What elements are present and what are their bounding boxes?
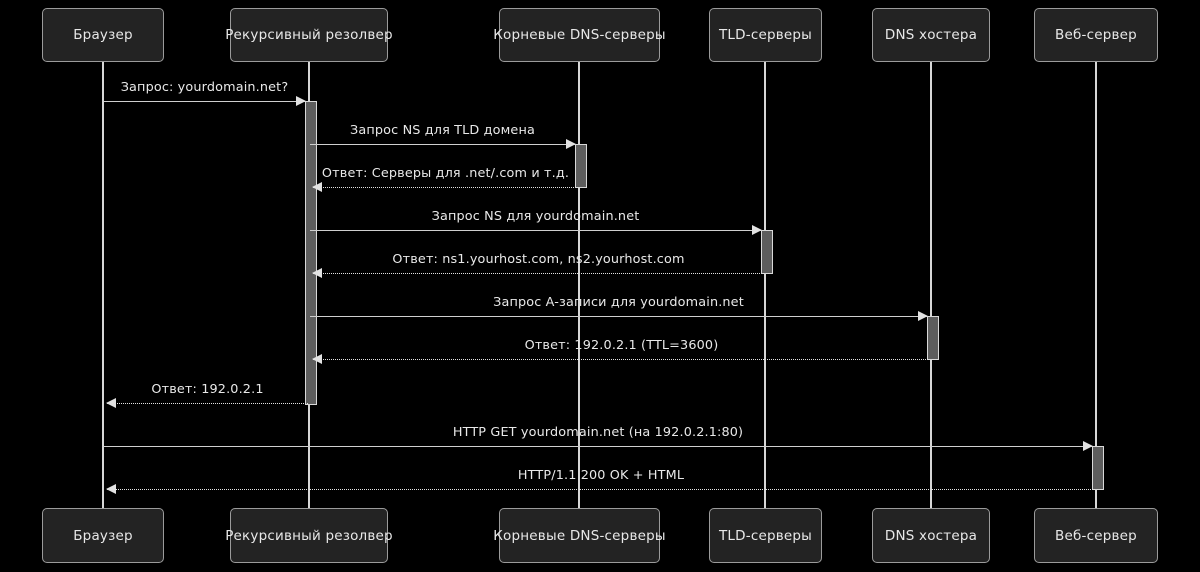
participant-label-browser: Браузер — [73, 527, 133, 544]
participant-label-hoster: DNS хостера — [884, 27, 978, 43]
participant-box-bottom-hoster[interactable]: DNS хостера — [872, 508, 990, 563]
participant-label-tld: TLD-серверы — [718, 27, 813, 43]
message-line-m9 — [104, 446, 1092, 447]
message-line-m2 — [310, 144, 575, 145]
message-line-m7 — [313, 359, 930, 360]
lifeline-root — [578, 62, 580, 508]
message-line-m5 — [313, 273, 764, 274]
activation-bar-root — [575, 144, 587, 188]
message-label-m2: Запрос NS для TLD домена — [350, 123, 535, 138]
participant-box-top-resolver[interactable]: Рекурсивный резолвер — [225, 8, 393, 62]
participant-label-hoster: DNS хостера — [884, 527, 978, 544]
arrowhead-right-icon — [752, 225, 762, 235]
activation-bar-web — [1092, 446, 1104, 490]
participant-label-tld: TLD-серверы — [718, 527, 813, 544]
arrowhead-right-icon — [566, 139, 576, 149]
participant-box-top-web[interactable]: Веб-сервер — [1034, 8, 1158, 62]
arrowhead-right-icon — [296, 96, 306, 106]
activation-bar-tld — [761, 230, 773, 274]
participant-label-resolver: Рекурсивный резолвер — [225, 27, 393, 43]
lifeline-web — [1095, 62, 1097, 508]
message-label-m8: Ответ: 192.0.2.1 — [151, 382, 264, 397]
message-line-m10 — [107, 489, 1095, 490]
participant-box-bottom-root[interactable]: Корневые DNS-серверы — [493, 508, 666, 563]
arrowhead-right-icon — [918, 311, 928, 321]
participant-label-resolver: Рекурсивный резолвер — [225, 527, 393, 544]
arrowhead-left-icon — [312, 182, 322, 192]
participant-box-top-root[interactable]: Корневые DNS-серверы — [493, 8, 666, 62]
arrowhead-left-icon — [106, 484, 116, 494]
message-line-m1 — [104, 101, 305, 102]
message-label-m3: Ответ: Серверы для .net/.com и т.д. — [321, 166, 570, 181]
participant-box-top-hoster[interactable]: DNS хостера — [872, 8, 990, 62]
message-label-m4: Запрос NS для yourdomain.net — [431, 209, 640, 224]
participant-box-bottom-web[interactable]: Веб-сервер — [1034, 508, 1158, 563]
message-label-m6: Запрос A-записи для yourdomain.net — [493, 295, 744, 310]
participant-label-browser: Браузер — [73, 27, 133, 43]
message-label-m10: HTTP/1.1 200 OK + HTML — [517, 468, 685, 483]
lifeline-hoster — [930, 62, 932, 508]
arrowhead-left-icon — [106, 398, 116, 408]
message-line-m6 — [310, 316, 927, 317]
participant-label-root: Корневые DNS-серверы — [493, 27, 666, 43]
arrowhead-right-icon — [1083, 441, 1093, 451]
participant-box-bottom-tld[interactable]: TLD-серверы — [709, 508, 822, 563]
message-label-m1: Запрос: yourdomain.net? — [120, 80, 289, 95]
message-line-m4 — [310, 230, 761, 231]
lifeline-tld — [764, 62, 766, 508]
message-line-m3 — [313, 187, 578, 188]
participant-box-top-browser[interactable]: Браузер — [42, 8, 164, 62]
arrowhead-left-icon — [312, 354, 322, 364]
message-label-m7: Ответ: 192.0.2.1 (TTL=3600) — [524, 338, 719, 353]
participant-box-bottom-resolver[interactable]: Рекурсивный резолвер — [225, 508, 393, 563]
participant-box-top-tld[interactable]: TLD-серверы — [709, 8, 822, 62]
message-label-m9: HTTP GET yourdomain.net (на 192.0.2.1:80… — [452, 425, 744, 440]
participant-label-web: Веб-сервер — [1055, 27, 1137, 43]
message-line-m8 — [107, 403, 308, 404]
activation-bar-resolver — [305, 101, 317, 405]
participant-box-bottom-browser[interactable]: Браузер — [42, 508, 164, 563]
message-label-m5: Ответ: ns1.yourhost.com, ns2.yourhost.co… — [392, 252, 685, 267]
arrowhead-left-icon — [312, 268, 322, 278]
activation-bar-hoster — [927, 316, 939, 360]
lifeline-browser — [102, 62, 104, 508]
participant-label-root: Корневые DNS-серверы — [493, 527, 666, 544]
participant-label-web: Веб-сервер — [1055, 527, 1137, 544]
